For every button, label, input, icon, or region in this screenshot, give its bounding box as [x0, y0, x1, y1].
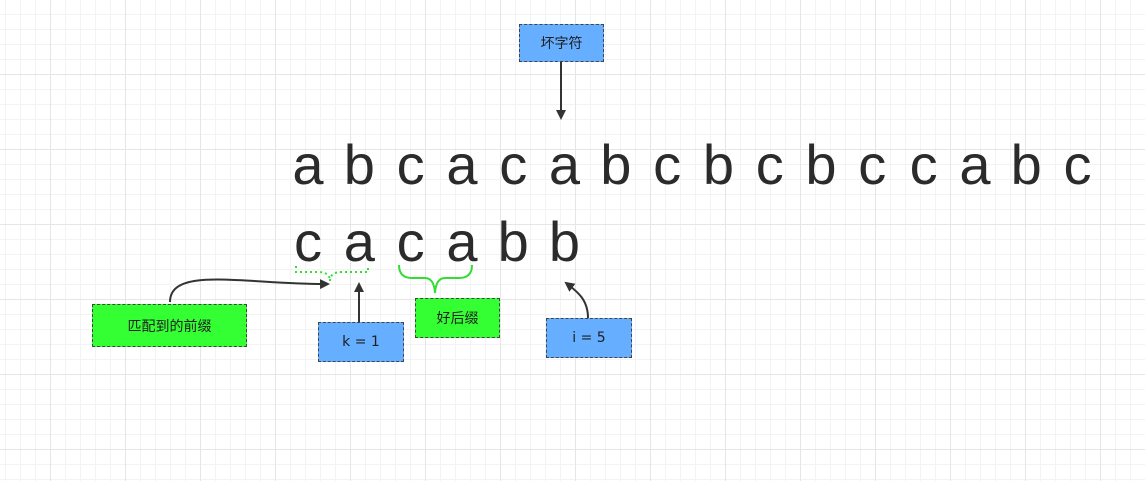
text-char: b — [600, 133, 632, 196]
text-char: c — [653, 133, 682, 196]
text-char: c — [396, 133, 425, 196]
text-char: c — [499, 133, 528, 196]
matched-prefix-brace — [295, 266, 369, 282]
i-arrow — [564, 281, 589, 319]
text-char: c — [1063, 133, 1092, 196]
matched-prefix-label: 匹配到的前缀 — [92, 304, 247, 347]
text-char: c — [858, 133, 887, 196]
text-char: a — [446, 133, 478, 196]
text-char: a — [959, 133, 991, 196]
text-char: a — [292, 133, 324, 196]
pattern-char: a — [446, 210, 478, 273]
k-label: k = 1 — [318, 322, 404, 362]
text-char: b — [1010, 133, 1042, 196]
pattern-char: c — [294, 210, 322, 273]
i-label: i = 5 — [546, 318, 632, 358]
text-char: b — [343, 133, 375, 196]
good-suffix-brace — [398, 264, 473, 294]
text-char: b — [805, 133, 837, 196]
text-char: a — [548, 133, 581, 196]
text-char: b — [702, 133, 734, 196]
pattern-char: b — [497, 210, 529, 273]
text-char: c — [909, 133, 938, 196]
pattern-char: b — [548, 210, 581, 273]
bad-char-label: 坏字符 — [519, 24, 604, 62]
text-char: c — [755, 133, 784, 196]
matched-prefix-arrow — [169, 278, 330, 303]
pattern-char: c — [396, 210, 425, 273]
good-suffix-label: 好后缀 — [415, 298, 500, 338]
pattern-char: a — [343, 210, 375, 273]
